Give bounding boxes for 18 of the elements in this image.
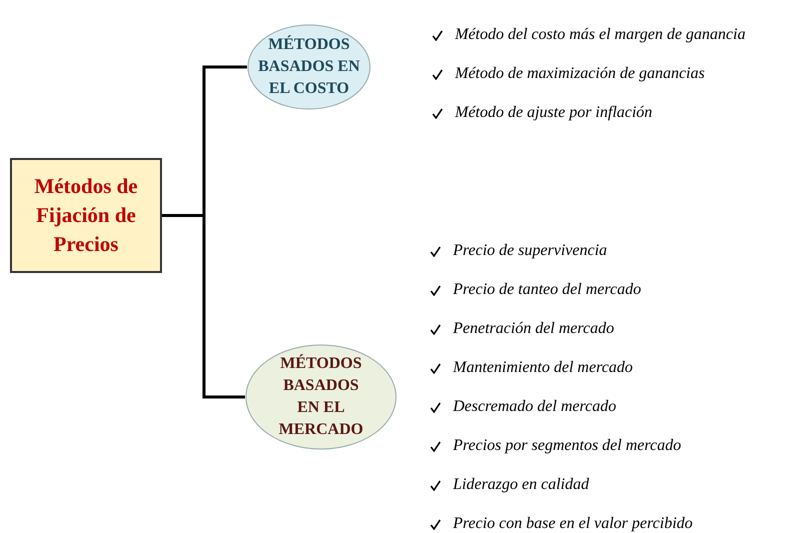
list-item: Penetración del mercado <box>453 319 614 339</box>
list-item: Método del costo más el margen de ganancia <box>455 25 746 45</box>
title-box <box>10 158 162 273</box>
category-ellipse <box>247 24 371 110</box>
connector-line <box>162 214 245 398</box>
list-item: Precio de tanteo del mercado <box>453 280 642 300</box>
list-item: Mantenimiento del mercado <box>453 358 633 378</box>
node-label: MÉTODOS BASADOS EN EL COSTO <box>257 34 361 99</box>
list-item: Método de maximización de ganancias <box>455 64 705 84</box>
list-item: Método de ajuste por inflación <box>455 103 652 123</box>
list-item: Precio de supervivencia <box>453 241 608 261</box>
list-item: Descremado del mercado <box>453 397 616 417</box>
node-label: MÉTODOS BASADOS EN EL MERCADO <box>278 353 364 440</box>
category-ellipse <box>245 344 397 450</box>
list-item: Precio con base en el valor percibido <box>453 514 693 533</box>
list-item: Precios por segmentos del mercado <box>453 436 682 456</box>
list-item: Liderazgo en calidad <box>453 475 589 495</box>
node-label: Métodos de Fijación de Precios <box>33 173 139 258</box>
